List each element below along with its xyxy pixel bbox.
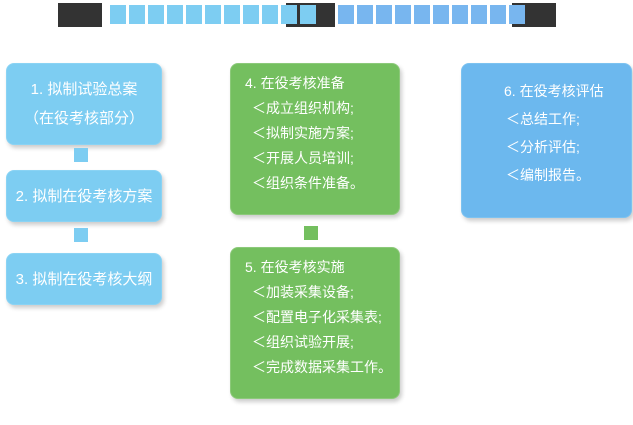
redacted-text-group-1-cell-1 [110, 5, 126, 24]
flow-node-4[interactable]: 4. 在役考核准备 ＜成立组织机构; ＜拟制实施方案; ＜开展人员培训; ＜组织… [230, 63, 400, 215]
flow-node-5-title: 5. 在役考核实施 [245, 259, 345, 275]
flow-node-1-subtitle: （在役考核部分） [23, 110, 144, 127]
redacted-text-group-2-cell-2 [357, 5, 373, 24]
redacted-text-group-2-cell-7 [452, 5, 468, 24]
redacted-block-left [58, 3, 102, 27]
redacted-text-group-2-cell-4 [395, 5, 411, 24]
redacted-text-group-2-cell-9 [490, 5, 506, 24]
flow-node-3-title: 3. 拟制在役考核大纲 [15, 270, 153, 288]
redacted-text-group-2-cell-3 [376, 5, 392, 24]
flow-node-4-title: 4. 在役考核准备 [245, 75, 345, 91]
redacted-text-group-1-cell-3 [148, 5, 164, 24]
flow-node-6-title: 6. 在役考核评估 [504, 83, 604, 99]
redacted-text-group-2-cell-6 [433, 5, 449, 24]
flow-node-5-item-2: ＜配置电子化采集表; [252, 309, 382, 325]
flow-node-3[interactable]: 3. 拟制在役考核大纲 [6, 253, 162, 305]
connector-node1-node2 [74, 148, 88, 162]
flow-node-2-title: 2. 拟制在役考核方案 [15, 187, 153, 205]
flow-node-5-item-1: ＜加装采集设备; [252, 284, 354, 300]
redacted-text-group-2-cell-1 [338, 5, 354, 24]
redacted-text-group-1-cell-6 [205, 5, 221, 24]
flow-node-5-item-3: ＜组织试验开展; [252, 334, 354, 350]
flow-node-2[interactable]: 2. 拟制在役考核方案 [6, 170, 162, 222]
redacted-text-group-1-cell-5 [186, 5, 202, 24]
redacted-text-group-1-cell-11 [300, 5, 316, 24]
flow-node-1[interactable]: 1. 拟制试验总案 （在役考核部分） [6, 63, 162, 145]
flow-node-5[interactable]: 5. 在役考核实施 ＜加装采集设备; ＜配置电子化采集表; ＜组织试验开展; ＜… [230, 247, 400, 399]
flow-node-4-item-4: ＜组织条件准备。 [252, 175, 364, 191]
redacted-text-group-1-cell-7 [224, 5, 240, 24]
redacted-text-group-2-cell-5 [414, 5, 430, 24]
redacted-text-group-1-cell-8 [243, 5, 259, 24]
flow-node-4-item-1: ＜成立组织机构; [252, 100, 354, 116]
flow-node-1-title: 1. 拟制试验总案 [30, 81, 138, 98]
flow-node-6-item-1: ＜总结工作; [506, 111, 580, 127]
redacted-text-group-1-cell-2 [129, 5, 145, 24]
redacted-text-group-2-cell-8 [471, 5, 487, 24]
redacted-text-group-1-cell-4 [167, 5, 183, 24]
flow-node-4-item-3: ＜开展人员培训; [252, 150, 354, 166]
connector-node2-node3 [74, 228, 88, 242]
redacted-text-group-1-cell-9 [262, 5, 278, 24]
flow-node-6-item-3: ＜编制报告。 [506, 167, 590, 183]
flow-node-4-item-2: ＜拟制实施方案; [252, 125, 354, 141]
flow-node-6-item-2: ＜分析评估; [506, 139, 580, 155]
redacted-text-group-1-cell-10 [281, 5, 297, 24]
connector-node4-node5 [304, 226, 318, 240]
flow-node-6[interactable]: 6. 在役考核评估 ＜总结工作; ＜分析评估; ＜编制报告。 [461, 63, 632, 218]
redacted-text-group-2-cell-10 [509, 5, 525, 24]
flow-node-5-item-4: ＜完成数据采集工作。 [252, 359, 392, 375]
